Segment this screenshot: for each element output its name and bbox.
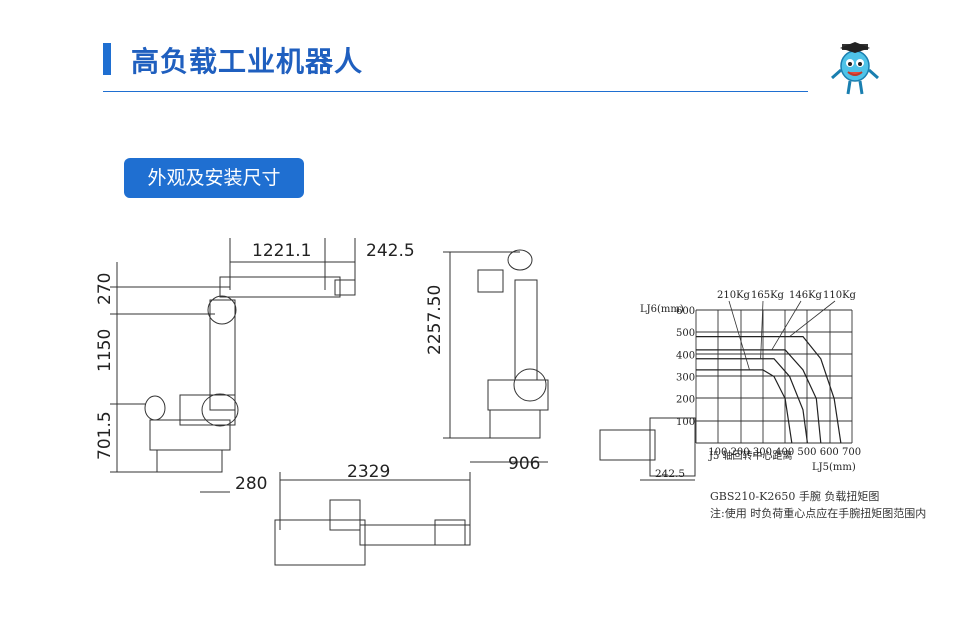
- chart-x-tick: 200: [731, 447, 750, 458]
- chart-legend-label: 146Kg: [789, 290, 823, 301]
- chart-legend-leader: [760, 300, 764, 359]
- chart-caption-note: 注:使用 时负荷重心点应在手腕扭矩图范围内: [710, 507, 927, 520]
- chart-legend-label: 165Kg: [751, 290, 785, 301]
- chart-series-line: [696, 336, 842, 444]
- chart-y-tick: 400: [676, 350, 695, 361]
- chart-y-tick: 600: [676, 306, 695, 317]
- mascot-icon: [831, 42, 879, 95]
- chart-legend-leader: [771, 300, 802, 351]
- chart-series-line: [696, 369, 793, 444]
- page-title: 高负载工业机器人: [131, 45, 364, 78]
- chart-y-tick: 200: [676, 395, 695, 406]
- title-divider: [103, 91, 808, 92]
- dim-reach: 1221.1: [252, 241, 311, 261]
- chart-series-line: [696, 349, 822, 444]
- dim-base-height: 701.5: [95, 411, 115, 460]
- chart-y-tick: 300: [676, 373, 695, 384]
- chart-series-line: [696, 358, 809, 444]
- dim-side-base: 906: [508, 454, 540, 474]
- chart-x-tick: 400: [775, 447, 794, 458]
- dim-height-total: 2257.50: [425, 285, 445, 355]
- chart-legend-label: 110Kg: [823, 290, 857, 301]
- chart-y-tick: 500: [676, 328, 695, 339]
- chart-x-tick: 600: [820, 447, 839, 458]
- chart-legend-label: 210Kg: [717, 290, 751, 301]
- dim-wrist-offset: 242.5: [655, 468, 685, 480]
- chart-legend-leader: [789, 300, 836, 337]
- chart-x-tick: 300: [753, 447, 772, 458]
- dim-top-length: 2329: [347, 462, 390, 482]
- dim-arm: 1150: [95, 329, 115, 372]
- chart-x-unit: LJ5(mm): [812, 462, 856, 473]
- chart-legend-leader: [728, 300, 750, 370]
- dim-upper: 270: [95, 273, 115, 305]
- dim-base-offset: 280: [235, 474, 267, 494]
- dim-flange: 242.5: [366, 241, 415, 261]
- title-accent-bar: [103, 43, 111, 75]
- chart-y-label: LJ6(mm): [640, 304, 684, 315]
- chart-x-tick: 700: [842, 447, 861, 458]
- chart-x-tick: 100: [708, 447, 727, 458]
- chart-x-tick: 500: [797, 447, 816, 458]
- chart-x-caption: J5 轴回转中心距离: [708, 449, 793, 462]
- chart-caption-model: GBS210-K2650 手腕 负载扭矩图: [710, 490, 880, 503]
- chart-y-tick: 100: [676, 417, 695, 428]
- section-badge: 外观及安装尺寸: [124, 158, 304, 198]
